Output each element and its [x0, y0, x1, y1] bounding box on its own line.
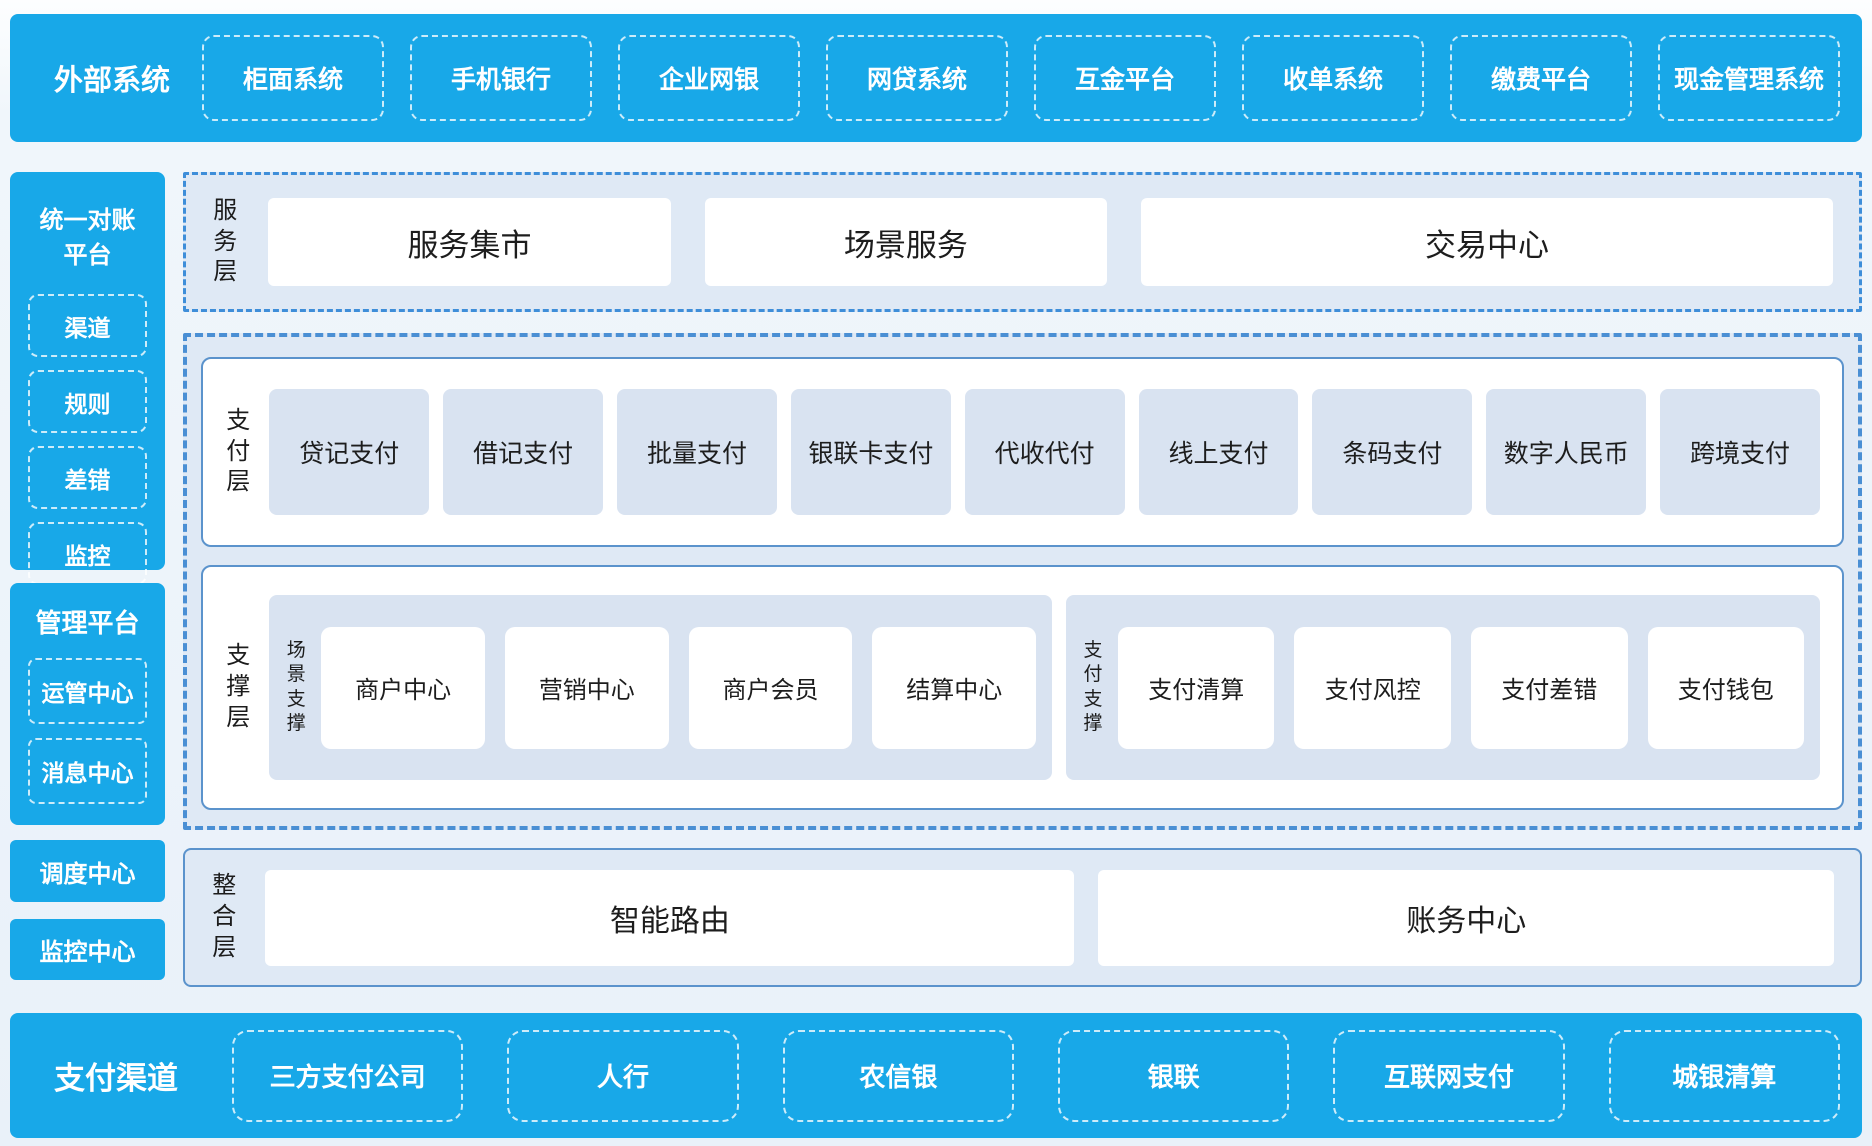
support-layer-label: 支撑层 — [226, 642, 251, 731]
payment-channels-bar: 支付渠道 三方支付公司 人行 农信银 银联 互联网支付 城银清算 — [10, 1013, 1862, 1138]
payment-channel-item: 三方支付公司 — [232, 1029, 464, 1122]
service-layer-panel: 服务层 服务集市 场景服务 交易中心 — [183, 172, 1862, 312]
management-item: 消息中心 — [28, 738, 147, 804]
payment-item: 借记支付 — [443, 389, 604, 515]
payment-channel-item: 城银清算 — [1608, 1029, 1840, 1122]
external-systems-bar: 外部系统 柜面系统 手机银行 企业网银 网贷系统 互金平台 收单系统 缴费平台 … — [10, 14, 1862, 142]
payment-support-item: 支付风控 — [1294, 626, 1451, 749]
support-layer-groups: 场景支撑 商户中心 营销中心 商户会员 结算中心 支付支撑 支付清算 — [269, 595, 1820, 780]
management-item: 运管中心 — [28, 658, 147, 724]
payment-support-label: 支付支撑 — [1083, 639, 1103, 734]
scene-support-label: 场景支撑 — [286, 639, 306, 734]
management-platform-title: 管理平台 — [35, 608, 140, 638]
reconciliation-platform-title: 统一对账平台 — [39, 207, 136, 269]
payment-channel-item: 银联 — [1057, 1029, 1290, 1122]
payment-channel-item: 互联网支付 — [1333, 1029, 1565, 1122]
external-system-item: 现金管理系统 — [1658, 35, 1841, 121]
reconciliation-item: 渠道 — [28, 294, 147, 357]
payment-item: 数字人民币 — [1486, 389, 1647, 515]
external-system-item: 互金平台 — [1034, 35, 1217, 121]
scene-support-item: 商户会员 — [688, 626, 853, 749]
scene-support-group: 场景支撑 商户中心 营销中心 商户会员 结算中心 — [269, 595, 1053, 780]
service-item: 服务集市 — [268, 198, 671, 286]
management-platform-panel: 管理平台 运管中心 消息中心 — [10, 583, 165, 825]
external-system-item: 柜面系统 — [202, 35, 385, 121]
integration-item: 智能路由 — [265, 869, 1075, 966]
payment-layer-panel: 支付层 贷记支付 借记支付 批量支付 银联卡支付 代收代付 线上支付 条码支付 … — [201, 357, 1844, 547]
reconciliation-platform-panel: 统一对账平台 渠道 规则 差错 监控 — [10, 172, 165, 585]
payment-channel-item: 农信银 — [782, 1029, 1014, 1122]
payment-layer-label: 支付层 — [226, 406, 251, 496]
external-system-item: 收单系统 — [1242, 35, 1425, 121]
payment-channels-items: 三方支付公司 人行 农信银 银联 互联网支付 城银清算 — [232, 1029, 1840, 1122]
external-systems-label: 外部系统 — [54, 65, 171, 97]
payment-item: 线上支付 — [1138, 389, 1299, 515]
payment-item: 批量支付 — [617, 389, 777, 515]
reconciliation-item: 监控 — [28, 522, 147, 585]
external-system-item: 企业网银 — [618, 35, 801, 121]
service-item: 交易中心 — [1141, 198, 1833, 286]
payment-support-container: 支付层 贷记支付 借记支付 批量支付 银联卡支付 代收代付 线上支付 条码支付 … — [183, 333, 1862, 830]
payment-support-items: 支付清算 支付风控 支付差错 支付钱包 — [1117, 626, 1805, 749]
integration-item: 账务中心 — [1098, 869, 1834, 966]
payment-item: 贷记支付 — [269, 389, 430, 515]
integration-layer-panel: 整合层 智能路由 账务中心 — [183, 848, 1862, 987]
scene-support-item: 营销中心 — [504, 626, 669, 749]
payment-channel-item: 人行 — [507, 1029, 739, 1122]
external-system-item: 手机银行 — [410, 35, 593, 121]
payment-item: 条码支付 — [1312, 389, 1473, 515]
payment-support-item: 支付钱包 — [1647, 626, 1805, 749]
reconciliation-item: 差错 — [28, 446, 147, 509]
scene-support-item: 结算中心 — [872, 626, 1037, 749]
payment-item: 代收代付 — [964, 389, 1125, 515]
service-item: 场景服务 — [704, 198, 1108, 286]
service-layer-items: 服务集市 场景服务 交易中心 — [268, 198, 1833, 286]
external-system-item: 缴费平台 — [1450, 35, 1633, 121]
payment-item: 银联卡支付 — [790, 389, 951, 515]
payment-support-item: 支付清算 — [1117, 626, 1275, 749]
external-system-item: 网贷系统 — [826, 35, 1009, 121]
payment-item: 跨境支付 — [1660, 389, 1820, 515]
integration-layer-label: 整合层 — [212, 872, 237, 961]
dispatch-center-block: 调度中心 — [10, 840, 165, 902]
left-sidebar: 统一对账平台 渠道 规则 差错 监控 管理平台 运管中心 消息中心 调度中心 监… — [10, 172, 165, 987]
integration-layer-items: 智能路由 账务中心 — [265, 869, 1834, 966]
main-layers: 服务层 服务集市 场景服务 交易中心 支付层 贷记支付 借记支付 批量支付 银联… — [183, 172, 1862, 987]
scene-support-items: 商户中心 营销中心 商户会员 结算中心 — [321, 626, 1037, 749]
payment-channels-label: 支付渠道 — [54, 1061, 178, 1096]
support-layer-panel: 支撑层 场景支撑 商户中心 营销中心 商户会员 结算中心 — [201, 565, 1844, 810]
reconciliation-item: 规则 — [28, 370, 147, 433]
payment-support-item: 支付差错 — [1471, 626, 1628, 749]
external-systems-items: 柜面系统 手机银行 企业网银 网贷系统 互金平台 收单系统 缴费平台 现金管理系… — [202, 35, 1841, 121]
payment-support-group: 支付支撑 支付清算 支付风控 支付差错 支付钱包 — [1066, 595, 1820, 780]
payment-layer-items: 贷记支付 借记支付 批量支付 银联卡支付 代收代付 线上支付 条码支付 数字人民… — [269, 389, 1820, 515]
monitoring-center-block: 监控中心 — [10, 919, 165, 980]
service-layer-label: 服务层 — [213, 196, 238, 286]
scene-support-item: 商户中心 — [321, 626, 485, 749]
